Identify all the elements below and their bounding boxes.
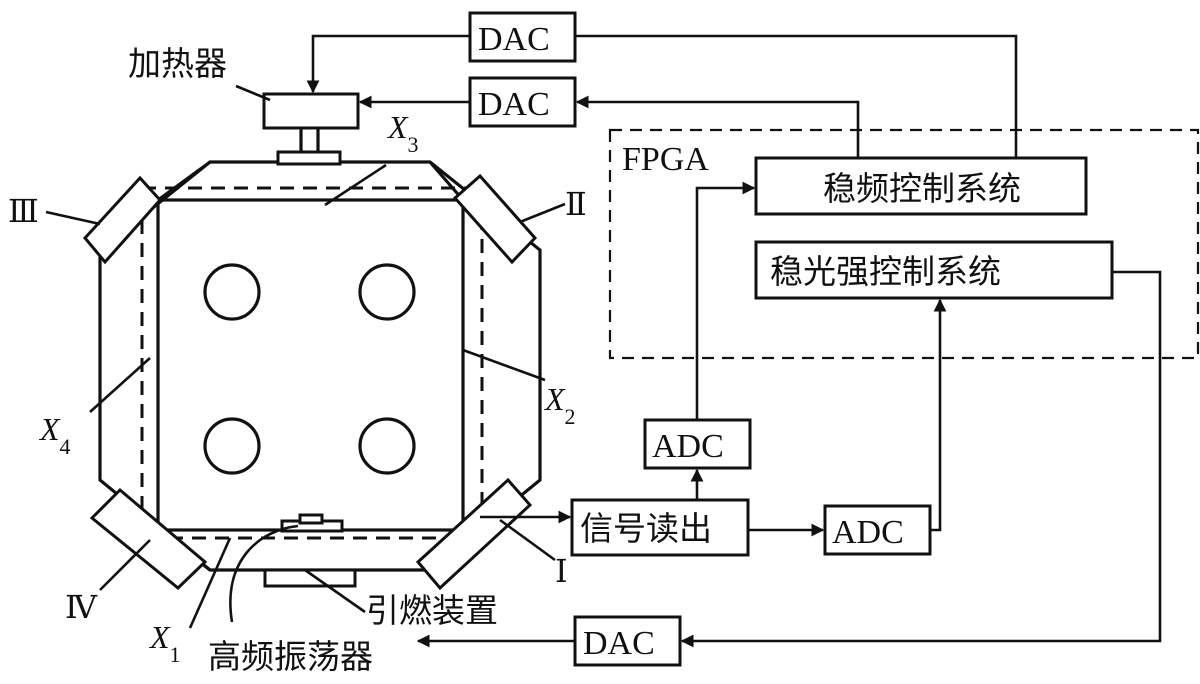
roman-iii-label: Ⅲ [8,193,39,229]
signal-readout-label: 信号读出 [580,509,712,548]
x3-label: X3 [386,109,419,157]
freq-control-label: 稳频控制系统 [823,169,1021,208]
cavity-hole [203,263,261,321]
wire-adc-upper-to-freq [695,181,756,420]
heater-label: 加热器 [128,44,227,83]
dac-mid-box [468,76,577,128]
wire-freq-to-dac-top [575,34,1018,158]
mirror-iv [89,487,208,591]
ring-cavity [98,160,542,572]
roman-iv-leader [99,539,151,591]
adc-upper-label: ADC [652,428,724,465]
ignition-tab [298,513,324,525]
dashed-light-path [140,186,484,540]
wire-dac-top-to-heater [306,34,470,94]
x1-leader [188,537,232,629]
mirror-i [415,477,533,591]
fpga-label: FPGA [622,141,709,178]
chamfer-line [428,160,465,202]
oscillator-leader [229,524,299,623]
x4-leader [89,357,151,413]
x2-leader [462,348,546,382]
fpga-region [608,128,1200,360]
hf-oscillator-label: 高频振荡器 [208,637,373,676]
roman-iii-leader [45,210,101,226]
outer-octagon [98,160,542,572]
x2-label: X2 [543,381,576,429]
signal-readout-box [570,498,750,557]
roman-i-label: Ⅰ [555,553,568,589]
dac-mid-label: DAC [478,86,550,123]
cavity-hole [358,417,416,475]
intensity-control-label: 稳光强控制系统 [770,252,1001,291]
roman-iv-label: Ⅳ [65,589,98,625]
ignition-leader [304,568,366,614]
heater-base [276,150,342,166]
oscillator-block [263,568,357,588]
inner-square [156,198,465,532]
intensity-control-box [754,240,1114,300]
dac-bottom-box [573,615,682,667]
dac-top-box [468,11,577,63]
x1-label: X1 [148,619,181,667]
heater-leader [235,84,271,102]
x3-leader [324,163,387,207]
wire-adc-right-to-intensity [930,298,947,532]
mirror-ii [452,173,538,265]
freq-control-box [754,156,1088,216]
roman-ii-label: Ⅱ [565,186,587,222]
x4-label: X4 [38,411,71,459]
dac-bottom-label: DAC [583,625,655,662]
roman-ii-leader [519,202,566,224]
roman-i-leader [499,518,556,562]
wire-intensity-to-dac-bottom [680,270,1162,648]
ignition-label: 引燃装置 [366,591,498,630]
cavity-hole [358,263,416,321]
heater-block [262,92,360,130]
chamfer-line [157,160,211,202]
adc-right-label: ADC [832,514,904,551]
dac-top-label: DAC [478,21,550,58]
wire-freq-to-dac-mid [575,95,860,158]
cavity-hole [203,417,261,475]
mirror-iii [83,175,163,265]
